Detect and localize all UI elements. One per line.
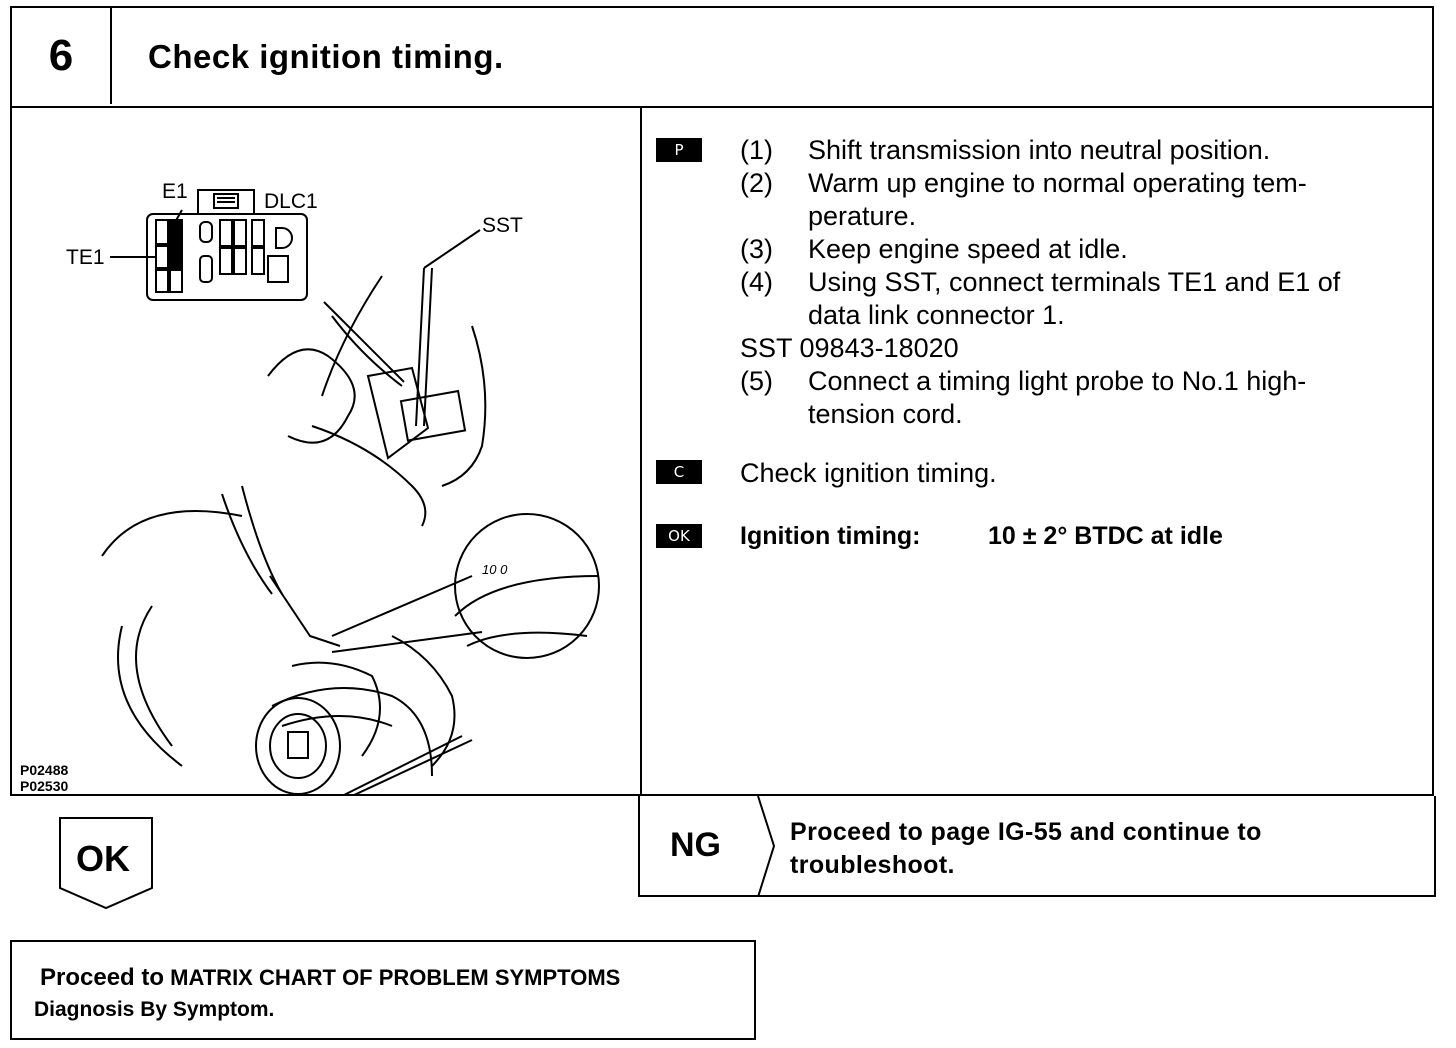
label-te1: TE1 xyxy=(66,246,105,269)
illustration-panel: E1 DLC1 TE1 SST 10 0 P02488 P02530 xyxy=(12,106,640,797)
spec-label: Ignition timing: xyxy=(740,522,921,550)
step-4-num: (4) xyxy=(740,267,773,297)
ng-label: NG xyxy=(670,826,721,864)
ng-instruction: Proceed to page IG-55 and continue to tr… xyxy=(790,816,1262,882)
step-1-num: (1) xyxy=(740,135,773,165)
figure-code-2: P02530 xyxy=(20,778,69,794)
crank-pulley-diagram xyxy=(101,485,600,797)
step-3-text: Keep engine speed at idle. xyxy=(808,234,1128,264)
engine-illustration: E1 DLC1 TE1 SST 10 0 xyxy=(66,180,600,797)
spec-value: 10 ± 2° BTDC at idle xyxy=(988,522,1223,550)
check-text: Check ignition timing. xyxy=(740,458,997,488)
final-proceed-box: Proceed to MATRIX CHART OF PROBLEM SYMPT… xyxy=(10,940,756,1040)
step-number: 6 xyxy=(12,8,112,104)
ng-arrow-divider xyxy=(757,796,776,897)
dlc1-connector-diagram xyxy=(110,189,308,301)
step-1-text: Shift transmission into neutral position… xyxy=(808,135,1271,165)
ok-label: OK xyxy=(76,838,130,879)
step-5-text-cont: tension cord. xyxy=(808,399,963,429)
step-4-text-cont: data link connector 1. xyxy=(808,300,1065,330)
final-target-text: MATRIX CHART OF PROBLEM SYMPTOMS xyxy=(170,965,621,990)
figure-code-1: P02488 xyxy=(20,762,69,778)
step-2-num: (2) xyxy=(740,168,773,198)
check-tag: C xyxy=(656,460,702,484)
ok-arrow-shape xyxy=(59,817,153,910)
step-header: 6 Check ignition timing. xyxy=(12,8,1432,108)
final-proceed-text: Proceed to xyxy=(40,964,165,991)
label-sst: SST xyxy=(482,214,523,237)
final-line-1: Proceed to MATRIX CHART OF PROBLEM SYMPT… xyxy=(40,964,620,992)
step-5-num: (5) xyxy=(740,366,773,396)
label-timing-marks: 10 0 xyxy=(482,562,508,577)
label-dlc1: DLC1 xyxy=(264,190,318,213)
step-4-text: Using SST, connect terminals TE1 and E1 … xyxy=(808,267,1341,297)
step-2-text-cont: perature. xyxy=(808,201,917,231)
ng-line-2: troubleshoot. xyxy=(790,851,955,879)
procedure-frame: 6 Check ignition timing. xyxy=(10,6,1434,797)
ng-line-1: Proceed to page IG-55 and continue to xyxy=(790,818,1262,846)
step-2-text: Warm up engine to normal operating tem- xyxy=(808,168,1307,198)
step-5-text: Connect a timing light probe to No.1 hig… xyxy=(808,366,1307,396)
step-3-num: (3) xyxy=(740,234,773,264)
prepare-tag: P xyxy=(656,138,702,162)
panel-divider xyxy=(640,106,642,796)
ng-branch: NG Proceed to page IG-55 and continue to… xyxy=(638,796,1436,897)
label-e1: E1 xyxy=(162,180,188,203)
final-line-2: Diagnosis By Symptom. xyxy=(34,998,275,1021)
ok-tag: OK xyxy=(656,524,702,548)
step-title: Check ignition timing. xyxy=(148,38,504,75)
sst-number-text: SST 09843-18020 xyxy=(740,333,959,363)
sst-connector-diagram xyxy=(267,229,487,527)
